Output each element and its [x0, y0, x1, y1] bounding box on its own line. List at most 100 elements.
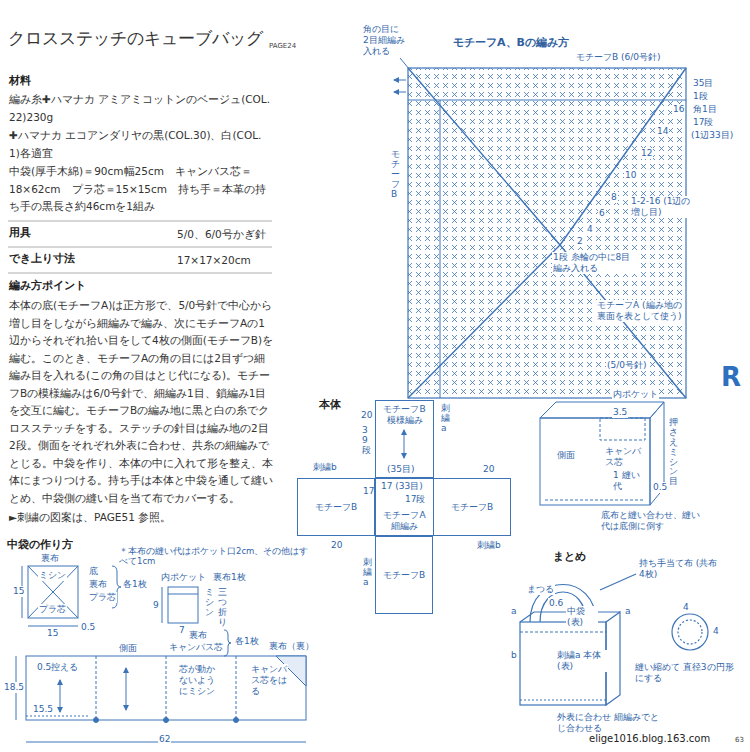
body-arrow [404, 430, 405, 458]
stitch-chart [440, 100, 441, 398]
body-arrow [404, 430, 405, 458]
bag-illustration [600, 574, 636, 590]
page-number: 63 [734, 736, 745, 744]
diagram-label: 角1目 [692, 104, 718, 115]
pattern-piece [234, 718, 239, 723]
diagram-label: 18.5 [3, 682, 25, 693]
section-heading: 中袋の作り方 [6, 538, 74, 551]
diagram-label: 15 [46, 628, 59, 639]
motif-name: モチーフB [451, 502, 493, 513]
diagram-label: 縫い縮めて 直径3の円形にする [634, 662, 736, 684]
separator-rule [8, 221, 272, 273]
stitch-chart [394, 80, 406, 81]
body-text: 5/0、6/0号かぎ針 [176, 226, 267, 244]
body-text: 本体の底(モチーフA)は正方形で、5/0号針で中心から増し目をしながら細編みで編… [8, 297, 276, 507]
diagram-label: モチーフA (編み地の裏面を表として使う) [596, 300, 684, 322]
diagram-label: 内ポケット [160, 572, 207, 583]
diagram-label: 7 [178, 625, 186, 636]
diagram-label: 側面 [118, 643, 138, 654]
diagram-label: 17 (33目) [380, 481, 424, 492]
diagram-label: 外表に合わせ 細編みでとじ合わせる [556, 712, 668, 734]
pattern-piece [16, 566, 306, 742]
diagram-label: キャンバス芯をはる [250, 664, 288, 696]
watermark: elige1016.blog.163.com [588, 733, 711, 745]
diagram-label: 裏布 [188, 630, 208, 641]
diagram-label: 裏布1枚 [212, 572, 247, 583]
diagram-label: 8 [610, 192, 618, 203]
diagram-label: 各1枚 [234, 636, 260, 647]
diagram-label: 20 [482, 464, 495, 475]
bag-illustration [678, 620, 702, 644]
pattern-piece [126, 668, 127, 710]
diagram-label: 芯が動かないようにミシン [178, 664, 220, 696]
motif-square: モチーフB [433, 478, 511, 536]
diagram-label: まつる [526, 584, 555, 595]
diagram-label: (5/0号針) [606, 360, 648, 371]
diagram-label: ミシン [38, 570, 67, 581]
chart-heading: モチーフA、Bの編み方 [452, 36, 570, 49]
section-heading: 材料 [8, 74, 32, 87]
motif-square: モチーフA 細編み [375, 478, 434, 536]
pattern-piece [168, 594, 198, 595]
motif-name: モチーフB [315, 502, 357, 513]
diagram-label: 内ポケット [612, 389, 659, 400]
vertical-label: 刺繍a [362, 558, 373, 588]
bag-illustration [520, 631, 606, 632]
diagram-label: 14 [656, 126, 669, 137]
stitch-chart [394, 92, 406, 93]
pattern-piece [28, 566, 78, 618]
stitch-chart [400, 58, 410, 70]
note-text: ＊本布の縫い代はポケット口2cm、その他はすべて1cm [118, 546, 310, 566]
diagram-label: a [510, 606, 518, 617]
pattern-piece [96, 656, 97, 720]
diagram-label: (1辺33目) [690, 130, 734, 141]
vertical-label: 三つ折り [217, 588, 228, 628]
vertical-label: 押さえミシン目 [668, 418, 679, 487]
diagram-label: 16 [672, 104, 685, 115]
bag-illustration [606, 612, 620, 705]
diagram-label: 刺繍a 本体(表) [556, 650, 608, 672]
diagram-label: 20 [330, 540, 343, 551]
diagram-label: 0.5 [652, 482, 668, 493]
body-text: ►刺繍の図案は、PAGE51 参照。 [8, 509, 172, 527]
vertical-label: モチーフB [390, 150, 401, 199]
bag-illustration [520, 699, 606, 700]
vertical-label: 刺繍a [440, 404, 451, 434]
diagram-label: 6 [598, 208, 606, 219]
separator-rule [8, 247, 272, 248]
box-illustration [540, 402, 664, 418]
vertical-label: 39段 [361, 426, 372, 456]
motif-name: モチーフB 模様編み [379, 404, 430, 426]
motif-square: モチーフB [375, 536, 433, 614]
diagram-label: a [624, 606, 632, 617]
diagram-label: (35目) [386, 464, 415, 475]
diagram-label: 裏布 [40, 553, 60, 564]
diagram-label: 17段 [404, 494, 426, 505]
diagram-label: 17段 [692, 117, 714, 128]
diagram-label: 20 [360, 410, 373, 421]
stitch-chart [408, 68, 560, 245]
diagram-label: 1段 糸輪の中に8目編み入れる [552, 252, 638, 274]
box-illustration [540, 418, 650, 505]
pattern-piece [28, 626, 78, 627]
diagram-label: 12 [640, 148, 653, 159]
diagram-label: キャンバス芯 [604, 446, 642, 468]
diagram-label: 17 [362, 486, 375, 497]
diagram-label: 1 縫い代 [612, 470, 644, 492]
diagram-label: 角の目に 2目細編み入れる [362, 24, 408, 56]
diagram-label: 4 [712, 626, 720, 637]
diagram-label: 3.5 [612, 407, 628, 418]
section-heading: 用具 [8, 226, 32, 239]
diagram-label: プラ芯 [38, 604, 67, 615]
box-illustration [545, 500, 645, 501]
section-heading: 編み方ポイント [8, 279, 87, 292]
diagram-label: 0.5控える [36, 662, 79, 673]
motif-square: モチーフB 模様編み [375, 400, 434, 478]
stitch-chart [408, 68, 686, 398]
diagram-label: 10 [624, 170, 637, 181]
body-text: 17×17×20cm [176, 252, 252, 270]
bag-illustration [672, 614, 708, 650]
diagram-label: プラ芯 [88, 592, 117, 603]
section-heading: でき上り寸法 [8, 252, 76, 265]
